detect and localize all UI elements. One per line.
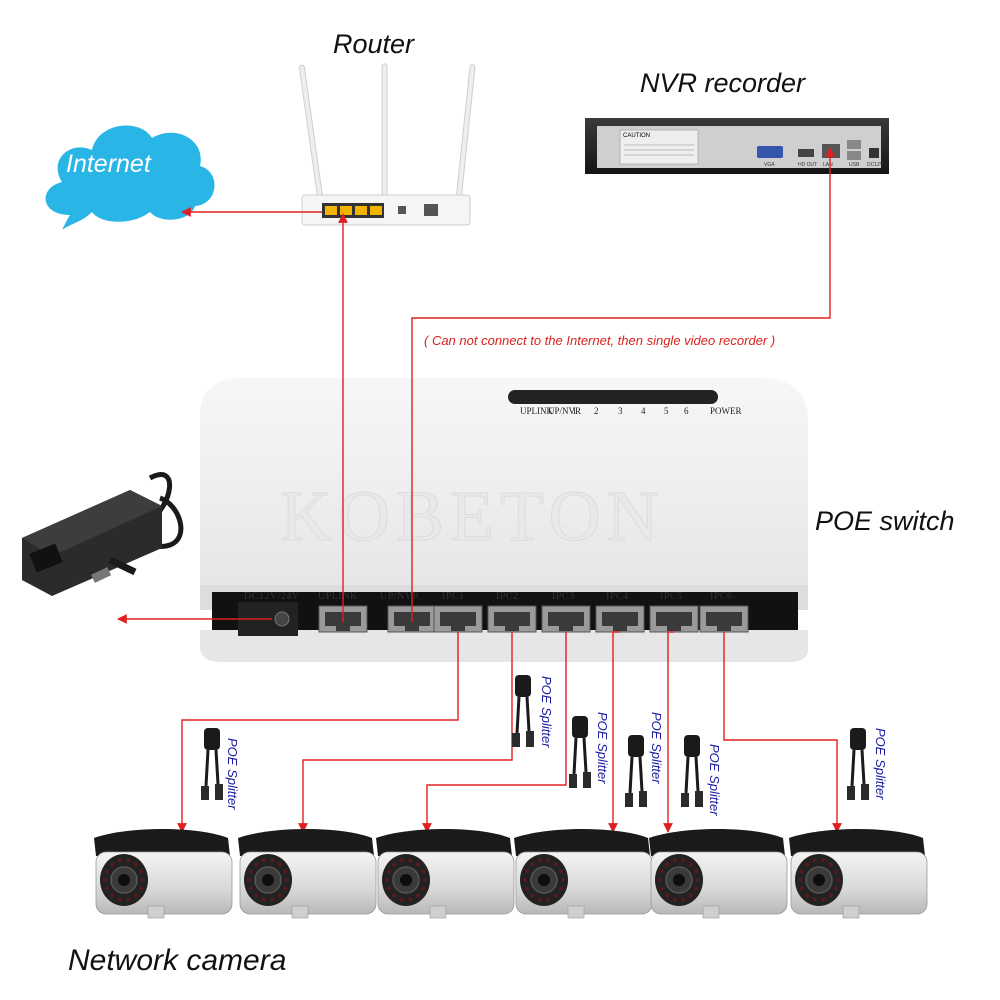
switch-led-label: 3 xyxy=(618,406,623,416)
router-icon xyxy=(298,63,476,226)
switch-port-label: UP/NVR xyxy=(380,591,420,602)
switch-port-ipc2[interactable] xyxy=(487,605,537,633)
switch-port-label: UPLINK xyxy=(318,591,358,602)
camera-icon[interactable] xyxy=(238,829,377,919)
nvr-port-label: HD OUT xyxy=(798,162,817,168)
nvr-port-label: VGA xyxy=(764,162,775,168)
router-caption: Router xyxy=(333,29,415,59)
nvr-port-label: USB xyxy=(849,162,860,168)
switch-port-label: IPC6 xyxy=(710,591,733,602)
switch-port-ipc6[interactable] xyxy=(699,605,749,633)
camera-icon[interactable] xyxy=(789,829,928,919)
poe-splitter-icon: POE Splitter xyxy=(847,728,888,800)
switch-port-ipc3[interactable] xyxy=(541,605,591,633)
wire-camera-2 xyxy=(298,632,513,833)
network-camera-caption: Network camera xyxy=(68,944,286,977)
nvr-note: ( Can not connect to the Internet, then … xyxy=(424,333,775,348)
poe-splitter-label: POE Splitter xyxy=(595,712,610,784)
poe-splitter-icon: POE Splitter xyxy=(681,735,722,816)
switch-port-label: IPC2 xyxy=(496,591,519,602)
poe-splitter-icon: POE Splitter xyxy=(569,712,610,788)
switch-port-ipc1[interactable] xyxy=(433,605,483,633)
poe-splitter-label: POE Splitter xyxy=(649,712,664,784)
switch-led-label: 6 xyxy=(684,406,689,416)
nvr-port-label: LAN xyxy=(823,162,833,168)
power-adapter-icon xyxy=(22,472,184,596)
poe-splitter-label: POE Splitter xyxy=(873,728,888,800)
switch-port-ipc4[interactable] xyxy=(595,605,645,633)
nvr-port-label: DC12V xyxy=(867,162,884,168)
switch-port-label: IPC5 xyxy=(660,591,683,602)
camera-icon[interactable] xyxy=(514,829,653,919)
switch-power-port-label: DC12V/24V xyxy=(244,591,300,602)
wire-camera-6 xyxy=(723,632,842,833)
internet-label: Internet xyxy=(66,150,152,178)
switch-led-label: 4 xyxy=(641,406,646,416)
switch-led-label: 5 xyxy=(664,406,669,416)
switch-led-label: 2 xyxy=(594,406,599,416)
poe-splitter-label: POE Splitter xyxy=(539,676,554,748)
switch-watermark: KOBETON xyxy=(280,476,665,556)
internet-cloud-icon: Internet xyxy=(45,125,215,230)
camera-icon[interactable] xyxy=(376,829,515,919)
poe-splitter-label: POE Splitter xyxy=(225,738,240,810)
nvr-caption: NVR recorder xyxy=(640,68,806,98)
camera-icon[interactable] xyxy=(649,829,788,919)
poe-splitter-label: POE Splitter xyxy=(707,744,722,816)
poe-splitter-icon: POE Splitter xyxy=(201,728,240,810)
poe-splitter-icon: POE Splitter xyxy=(512,675,554,748)
switch-led-label: 1 xyxy=(572,406,577,416)
wire-camera-1 xyxy=(177,632,459,833)
wire-camera-4 xyxy=(608,631,620,833)
dc-jack xyxy=(274,611,290,627)
poe-switch-caption: POE switch xyxy=(815,506,955,536)
switch-led-label: UP/NVR xyxy=(548,406,581,416)
switch-led-label: UPLINK xyxy=(520,406,553,416)
wire-camera-3 xyxy=(422,632,567,833)
switch-port-label: IPC3 xyxy=(552,591,575,602)
switch-port-label: IPC4 xyxy=(606,591,629,602)
camera-icon[interactable] xyxy=(94,829,233,919)
switch-port-label: IPC1 xyxy=(442,591,465,602)
switch-led-label: POWER xyxy=(710,406,742,416)
switch-port-ipc5[interactable] xyxy=(649,605,699,633)
wire-camera-5 xyxy=(663,631,674,833)
connections xyxy=(117,147,842,833)
nvr-caution-label: CAUTION xyxy=(623,133,650,139)
wire-nvr-switch xyxy=(411,147,835,622)
nvr-icon: CAUTION VGA HD OUT LAN USB DC12V xyxy=(585,118,889,174)
poe-splitter-icon: POE Splitter xyxy=(625,712,664,807)
